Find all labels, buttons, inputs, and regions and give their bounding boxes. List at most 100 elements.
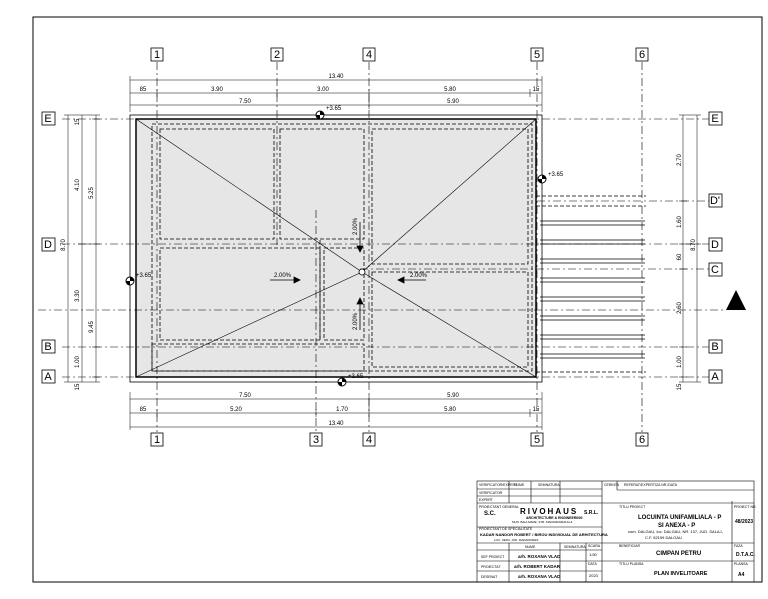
svg-text:1.70: 1.70 xyxy=(336,407,348,413)
svg-text:D: D xyxy=(44,239,52,251)
svg-text:ARCHITECTURE & ENGINEERING: ARCHITECTURE & ENGINEERING xyxy=(526,516,583,520)
svg-text:com. DALGAU, loc. DALGAU, NR.: com. DALGAU, loc. DALGAU, NR. 137, JUD. … xyxy=(628,529,723,534)
svg-text:DESENAT: DESENAT xyxy=(481,575,498,579)
hidden-walls xyxy=(151,123,646,373)
svg-text:9.45: 9.45 xyxy=(89,321,95,333)
svg-text:2.00%: 2.00% xyxy=(410,273,428,279)
svg-text:4: 4 xyxy=(366,49,372,61)
dimension-lines-right xyxy=(679,114,701,383)
svg-text:NUME: NUME xyxy=(525,545,536,549)
section-marker-icon xyxy=(726,290,746,310)
svg-text:KADAR NANDOR ROBERT / BIROU IN: KADAR NANDOR ROBERT / BIROU INDIVIDUAL D… xyxy=(480,532,608,537)
svg-text:+3.65: +3.65 xyxy=(326,106,342,112)
svg-text:5.20: 5.20 xyxy=(230,407,242,413)
svg-text:2.70: 2.70 xyxy=(677,154,683,166)
svg-text:D': D' xyxy=(710,195,720,207)
svg-text:PROIECT NR.: PROIECT NR. xyxy=(734,505,757,509)
svg-text:DATA: DATA xyxy=(588,562,597,566)
svg-text:60: 60 xyxy=(677,253,683,260)
svg-text:3.30: 3.30 xyxy=(75,290,81,302)
grid-labels-bottom: 1 3 4 5 6 xyxy=(150,432,649,447)
svg-text:15: 15 xyxy=(75,383,81,390)
svg-text:13.40: 13.40 xyxy=(328,74,344,80)
svg-text:5.90: 5.90 xyxy=(447,393,459,399)
svg-text:SEMNATURA: SEMNATURA xyxy=(538,483,560,487)
grid-labels-left: E D B A xyxy=(41,111,56,384)
svg-text:1: 1 xyxy=(154,434,160,446)
svg-text:NUME: NUME xyxy=(514,483,525,487)
svg-text:8.70: 8.70 xyxy=(61,239,67,251)
svg-text:8.70: 8.70 xyxy=(691,239,697,251)
svg-text:3: 3 xyxy=(313,434,319,446)
svg-text:85: 85 xyxy=(140,87,147,93)
svg-text:+3.65: +3.65 xyxy=(548,172,564,178)
title-block-main-text: S.C. RIVOHAUS S.R.L. ARCHITECTURE & ENGI… xyxy=(480,507,756,579)
svg-text:PROIECTAT: PROIECTAT xyxy=(481,565,501,569)
roof-inner-outline xyxy=(129,114,543,383)
svg-text:MUN. BAIA MARE, STR. MARAMURES: MUN. BAIA MARE, STR. MARAMURESULUI xyxy=(512,520,573,524)
svg-text:BENEFICIAR: BENEFICIAR xyxy=(619,544,640,548)
svg-text:arh. ROXANA VLAD: arh. ROXANA VLAD xyxy=(518,574,561,579)
dimension-lines-bottom xyxy=(129,392,543,430)
svg-text:C: C xyxy=(711,264,719,276)
svg-text:7.50: 7.50 xyxy=(239,393,251,399)
svg-text:A4: A4 xyxy=(738,572,745,578)
svg-text:2: 2 xyxy=(274,49,280,61)
svg-text:15: 15 xyxy=(533,87,540,93)
svg-text:1.00: 1.00 xyxy=(677,356,683,368)
dimension-text-bottom: 7.50 5.90 85 5.20 1.70 5.80 15 13.40 xyxy=(140,393,540,427)
svg-text:2.00%: 2.00% xyxy=(353,217,359,235)
svg-text:PROIECTANT DE SPECIALITATE: PROIECTANT DE SPECIALITATE xyxy=(479,527,533,531)
svg-text:5.80: 5.80 xyxy=(444,407,456,413)
svg-text:A: A xyxy=(44,371,52,383)
level-markers: +3.65 +3.65 +3.65 +3.65 xyxy=(125,106,564,387)
svg-text:5: 5 xyxy=(534,49,540,61)
svg-text:PLANSA: PLANSA xyxy=(734,562,748,566)
svg-text:S.C.: S.C. xyxy=(484,511,496,517)
svg-text:S.R.L.: S.R.L. xyxy=(584,510,599,516)
svg-text:CIMPAN PETRU: CIMPAN PETRU xyxy=(656,551,701,557)
svg-text:SCARA: SCARA xyxy=(588,544,601,548)
svg-text:2.00%: 2.00% xyxy=(353,312,359,330)
svg-text:2023: 2023 xyxy=(589,573,599,578)
title-block xyxy=(476,480,755,583)
sheet-border xyxy=(32,16,763,583)
svg-text:6: 6 xyxy=(639,434,645,446)
slope-arrows: 2.00% 2.00% 2.00% 2.00% xyxy=(270,217,428,330)
dimension-lines-top xyxy=(129,76,543,112)
svg-text:13.40: 13.40 xyxy=(328,421,344,427)
svg-text:RIVOHAUS: RIVOHAUS xyxy=(520,507,578,516)
svg-text:5.80: 5.80 xyxy=(444,87,456,93)
svg-text:E: E xyxy=(44,113,51,125)
grid-labels-top: 1 2 4 5 6 xyxy=(150,47,649,62)
svg-text:2.00%: 2.00% xyxy=(274,273,292,279)
svg-text:VERIFICATOR: VERIFICATOR xyxy=(479,491,503,495)
svg-text:15: 15 xyxy=(75,118,81,125)
svg-text:48/2023: 48/2023 xyxy=(735,519,753,525)
svg-text:SEF PROIECT: SEF PROIECT xyxy=(481,555,505,559)
svg-text:4: 4 xyxy=(366,434,372,446)
grid-axes xyxy=(38,62,725,432)
svg-text:+3.65: +3.65 xyxy=(136,273,152,279)
svg-text:PROIECTANT GENERAL: PROIECTANT GENERAL xyxy=(479,505,519,509)
dimension-text-right: 2.70 1.60 60 8.70 2.60 1.00 15 xyxy=(677,154,697,391)
roof-drain xyxy=(358,268,366,276)
svg-text:CERINTA: CERINTA xyxy=(604,483,620,487)
svg-text:LOCUINTA UNIFAMILIALA - P: LOCUINTA UNIFAMILIALA - P xyxy=(638,515,721,521)
svg-text:TITLU PROIECT: TITLU PROIECT xyxy=(619,505,646,509)
svg-text:1.00: 1.00 xyxy=(75,356,81,368)
svg-text:SI ANEXA - P: SI ANEXA - P xyxy=(658,523,695,529)
svg-text:EXPERT: EXPERT xyxy=(479,498,494,502)
grid-labels-right: E D' D C B A xyxy=(708,111,723,384)
svg-text:B: B xyxy=(711,341,718,353)
svg-text:5.25: 5.25 xyxy=(89,187,95,199)
svg-text:PLAN INVELITOARE: PLAN INVELITOARE xyxy=(654,571,708,577)
svg-text:2.60: 2.60 xyxy=(677,302,683,314)
svg-text:5: 5 xyxy=(534,434,540,446)
svg-text:6: 6 xyxy=(639,49,645,61)
svg-text:15: 15 xyxy=(533,407,540,413)
svg-text:85: 85 xyxy=(140,407,147,413)
dimension-lines-left xyxy=(64,114,100,383)
svg-text:D: D xyxy=(711,239,719,251)
